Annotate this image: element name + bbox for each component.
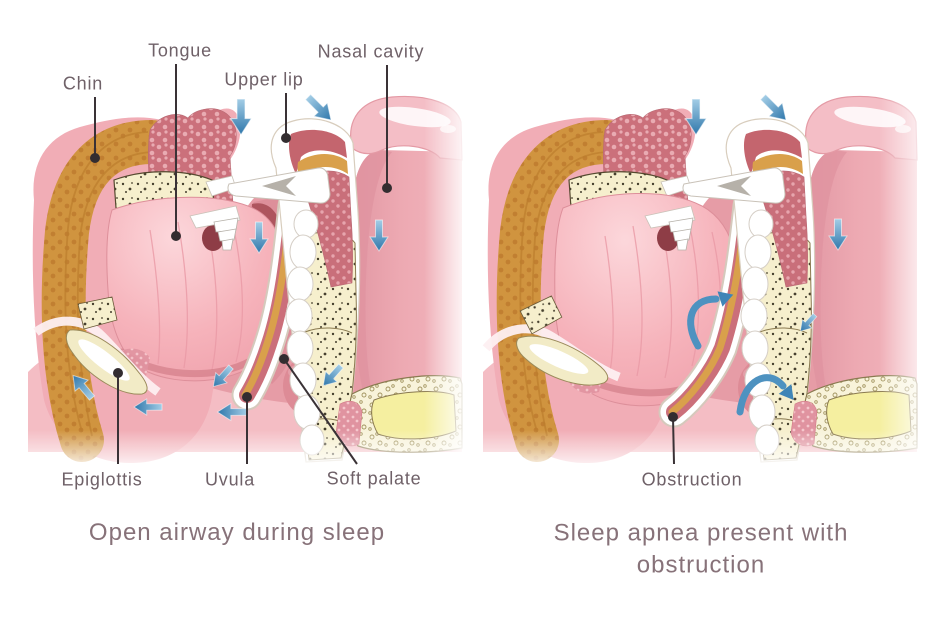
label-uvula: Uvula [204,469,256,490]
leader-lines [90,64,678,465]
label-chin: Chin [62,73,104,94]
label-nasal-cavity: Nasal cavity [317,41,425,62]
label-soft-palate: Soft palate [326,468,422,489]
blocked-flow-curl-lower [736,374,800,416]
caption-sleep-apnea: Sleep apnea present with obstruction [553,519,849,579]
label-epiglottis: Epiglottis [61,469,143,490]
label-obstruction: Obstruction [641,469,743,490]
panel-sleep-apnea [478,80,934,485]
caption-open-airway: Open airway during sleep [88,518,386,546]
blocked-flow-curl-upper [687,287,736,350]
label-tongue: Tongue [148,40,212,61]
airflow-arrows-right [685,89,848,416]
label-upper-lip: Upper lip [224,69,304,90]
